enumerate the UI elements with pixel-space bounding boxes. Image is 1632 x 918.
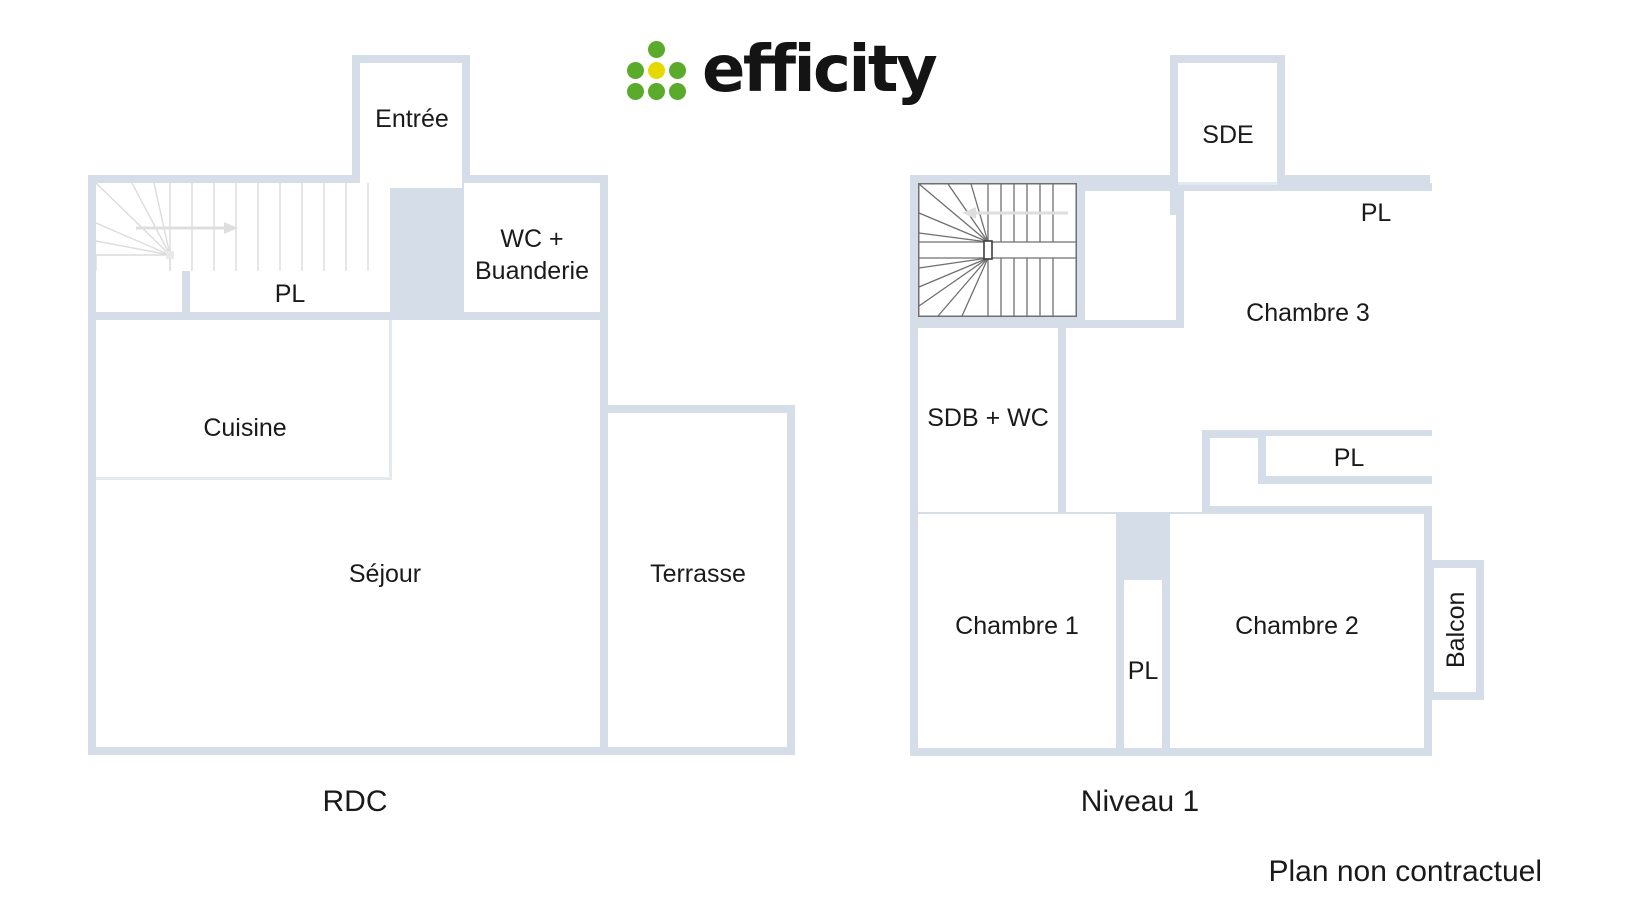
room-placard-rdc[interactable]: [190, 271, 390, 312]
room-balcon[interactable]: [1434, 568, 1476, 692]
divider-sde-opening: [1178, 182, 1277, 185]
room-sejour-upper[interactable]: [390, 320, 600, 480]
brand-logo: efficity: [626, 30, 938, 110]
logo-dot-bottom-center: [648, 83, 665, 100]
logo-dot-mid-right: [669, 62, 686, 79]
room-sde[interactable]: [1178, 63, 1277, 183]
stair-niveau1: [918, 183, 1077, 317]
floor-plan-rdc: Entrée WC + Buanderie PL Cuisine Séjour …: [60, 40, 850, 818]
logo-dot-mid-left: [627, 62, 644, 79]
brand-wordmark: efficity: [702, 33, 938, 107]
room-under-stair[interactable]: [96, 271, 182, 312]
room-chambre3[interactable]: [1184, 191, 1432, 430]
room-placard-milieu[interactable]: [1266, 436, 1432, 476]
room-terrasse[interactable]: [608, 413, 787, 747]
room-sejour[interactable]: [96, 480, 600, 747]
arrow-left-icon: [962, 207, 1068, 219]
room-wc-buanderie[interactable]: [464, 183, 600, 312]
room-entree[interactable]: [360, 63, 462, 188]
room-cuisine[interactable]: [96, 320, 390, 480]
room-chambre1[interactable]: [918, 514, 1116, 748]
floor-caption-rdc: RDC: [322, 785, 388, 818]
logo-dot-bottom-right: [669, 83, 686, 100]
floor-plan-niveau1: SDE PL Chambre 3 PL SDB + WC Chambre 1 P…: [880, 40, 1530, 818]
room-palier[interactable]: [1066, 328, 1202, 512]
logo-dot-bottom-left: [627, 83, 644, 100]
room-placard-bas[interactable]: [1124, 580, 1162, 748]
logo-dot-mid-center: [648, 62, 665, 79]
room-sdb-wc[interactable]: [918, 328, 1058, 512]
floor-caption-niveau1: Niveau 1: [1080, 785, 1200, 818]
room-chambre2[interactable]: [1170, 514, 1424, 748]
arrow-right-icon: [136, 222, 238, 234]
divider-cuisine-right: [389, 320, 392, 480]
disclaimer-text: Plan non contractuel: [1268, 855, 1542, 888]
stair-rdc: [96, 183, 369, 271]
divider-cuisine-sejour: [96, 477, 392, 480]
efficity-dots-logo-icon: [626, 39, 688, 101]
logo-dot-top: [648, 41, 665, 58]
